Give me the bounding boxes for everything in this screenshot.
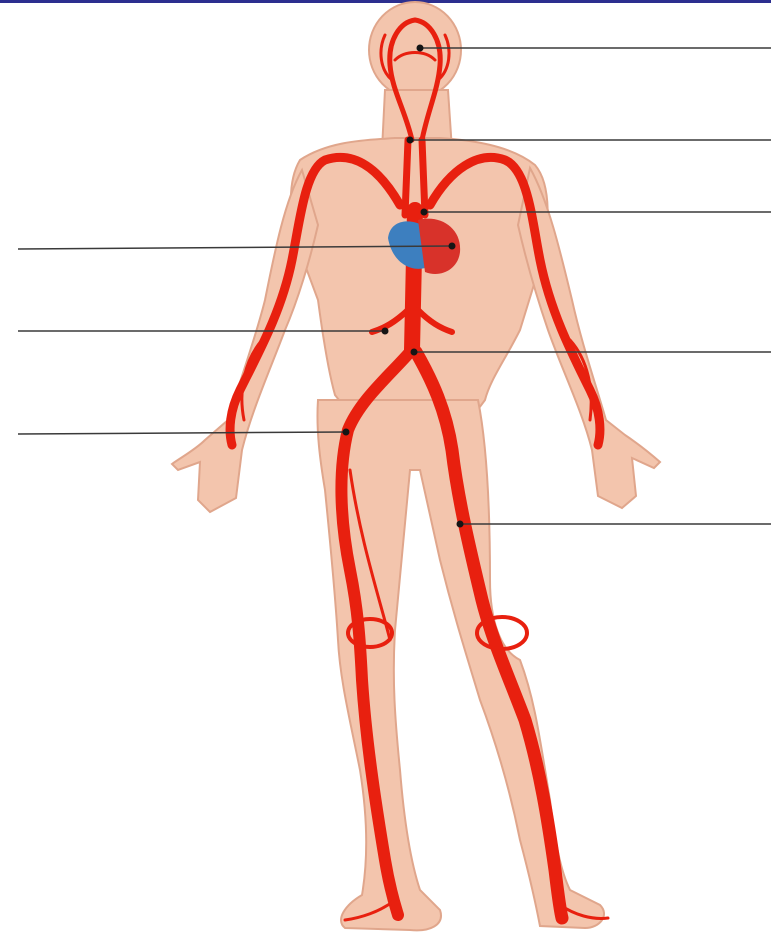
label-femoral-dot [457, 521, 464, 528]
label-heart-dot [449, 243, 456, 250]
human-body-figure [172, 2, 660, 930]
label-head-arteries-dot [417, 45, 424, 52]
top-border [0, 0, 771, 3]
label-iliac-line [18, 432, 346, 434]
label-abdominal-aorta-dot [411, 349, 418, 356]
carotid-right [422, 140, 425, 215]
label-carotid-dot [407, 137, 414, 144]
head [369, 2, 461, 98]
label-renal-dot [382, 328, 389, 335]
carotid-left [405, 140, 408, 215]
label-iliac-dot [343, 429, 350, 436]
right-arm [518, 168, 660, 508]
label-aortic-arch-dot [421, 209, 428, 216]
